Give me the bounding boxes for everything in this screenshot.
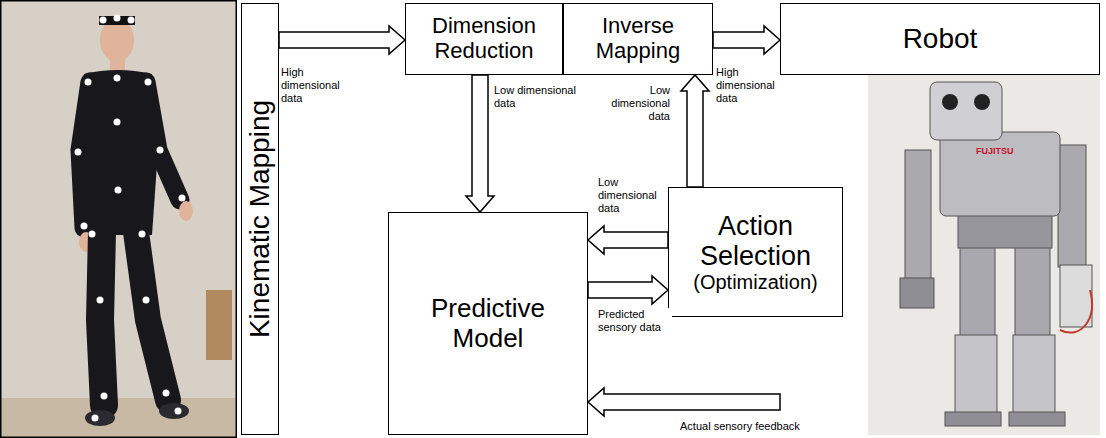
- node-title: Inverse Mapping: [570, 14, 706, 63]
- marker: [97, 297, 104, 304]
- arm: [146, 82, 180, 200]
- marker: [85, 79, 92, 86]
- foot: [85, 410, 115, 426]
- robot-shin: [1013, 335, 1055, 415]
- robot-torso: [940, 132, 1060, 216]
- robot-gripper: [1060, 265, 1092, 327]
- marker: [128, 17, 135, 24]
- node-title: Action Selection: [675, 211, 836, 271]
- mocap-markers: [75, 15, 186, 422]
- marker: [114, 119, 121, 126]
- marker: [89, 231, 96, 238]
- marker: [75, 149, 82, 156]
- robot-arm: [905, 150, 931, 280]
- edge-label: Low dimensional data: [494, 84, 589, 110]
- robot-leg: [1015, 245, 1050, 337]
- node-title: Predictive Model: [395, 294, 581, 352]
- robot-pelvis: [958, 212, 1052, 248]
- leg: [100, 232, 104, 405]
- robot-leg: [960, 245, 995, 337]
- process-box: Inverse Mapping: [563, 3, 713, 75]
- block-arrow: [588, 276, 668, 304]
- marker: [81, 223, 88, 230]
- edge-label: High dimensional data: [716, 66, 778, 105]
- robot-cable: [1060, 290, 1092, 333]
- door-panel: [206, 290, 232, 360]
- logo-text: FUJITSU: [976, 146, 1014, 156]
- robot-photo-ground: [868, 75, 1100, 435]
- optimization-box: Action Selection(Optimization): [668, 187, 843, 317]
- robot-shin: [955, 335, 997, 415]
- floor: [0, 398, 237, 438]
- arm: [80, 82, 90, 228]
- node-subtitle: (Optimization): [693, 271, 817, 293]
- robot-hand: [900, 278, 934, 308]
- marker: [92, 415, 99, 422]
- block-arrow: [588, 226, 668, 254]
- robot-arm: [1058, 145, 1086, 267]
- block-arrow: [681, 75, 709, 187]
- block-arrow: [466, 75, 494, 212]
- marker: [114, 75, 121, 82]
- node-title: Robot: [903, 23, 978, 54]
- edge-label: Actual sensory feedback: [680, 420, 840, 433]
- marker: [100, 17, 107, 24]
- photo-frame: [1, 1, 237, 438]
- marker: [145, 79, 152, 86]
- robot-head: [930, 82, 1002, 140]
- marker: [163, 390, 170, 397]
- marker: [179, 195, 186, 202]
- marker: [175, 408, 182, 415]
- robot-eye: [974, 94, 990, 110]
- marker: [114, 15, 121, 22]
- wall: [0, 0, 237, 438]
- marker: [115, 187, 122, 194]
- marker: [101, 393, 108, 400]
- mocap-person-photo: [0, 0, 237, 438]
- block-arrow: [279, 26, 405, 54]
- edge-label: Low dimensional data: [596, 84, 670, 123]
- hand: [179, 201, 193, 221]
- edge-label: Low dimensional data: [598, 176, 662, 215]
- robot-eye: [942, 94, 958, 110]
- marker: [139, 231, 146, 238]
- block-arrow: [588, 388, 780, 416]
- node-title: Kinematic Mapping: [244, 100, 275, 338]
- edge-label: High dimensional data: [281, 66, 345, 105]
- mapping-box: Kinematic Mapping: [241, 3, 279, 435]
- robot-photo: [868, 75, 1100, 435]
- foot: [159, 403, 189, 419]
- edge-label: Predicted sensory data: [598, 308, 672, 334]
- process-box: Dimension Reduction: [405, 3, 563, 75]
- robot-title-frame: Robot: [780, 3, 1100, 75]
- robot-foot: [945, 412, 1001, 426]
- marker: [143, 297, 150, 304]
- node-title: Dimension Reduction: [412, 14, 556, 63]
- leg: [136, 232, 168, 400]
- block-arrow: [713, 26, 780, 54]
- marker: [157, 147, 164, 154]
- model-box: Predictive Model: [388, 212, 588, 435]
- robot-foot: [1009, 412, 1065, 426]
